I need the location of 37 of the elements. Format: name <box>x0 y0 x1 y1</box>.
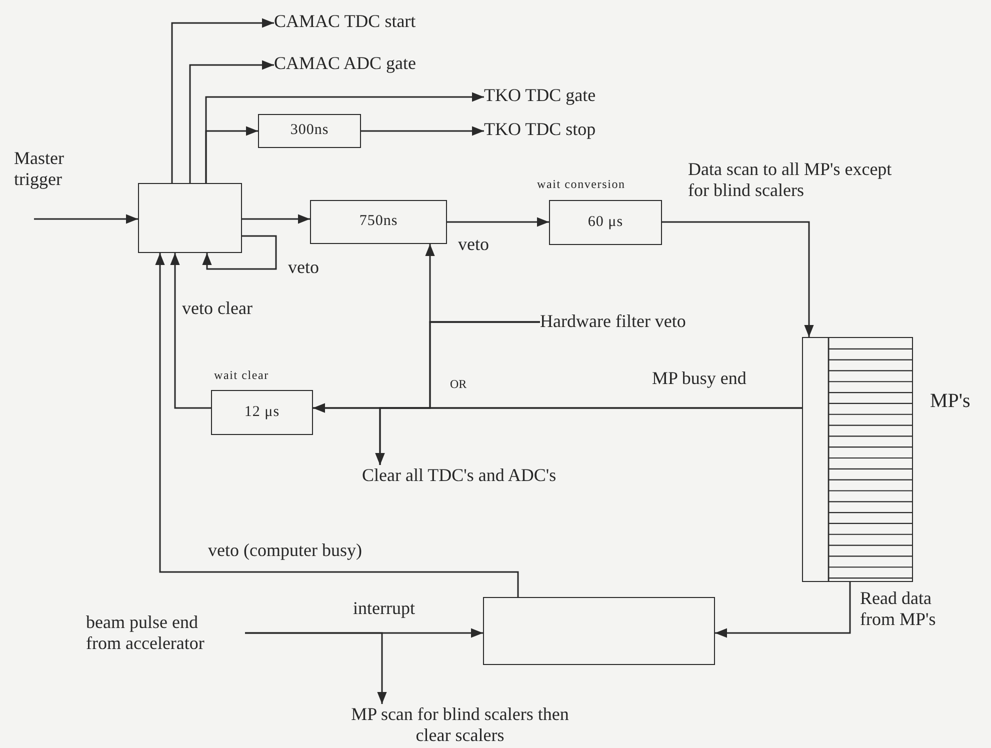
process-box <box>483 597 715 665</box>
process-box <box>138 183 242 253</box>
signal-label: Clear all TDC's and ADC's <box>362 465 582 491</box>
box-label: 300ns <box>290 122 329 140</box>
node-caption: MP's <box>930 390 970 413</box>
arrow <box>189 60 274 183</box>
process-box <box>310 200 447 244</box>
arrow <box>155 253 519 597</box>
arrow <box>375 407 802 465</box>
arrow <box>202 235 277 270</box>
arrow <box>715 582 851 638</box>
arrow <box>34 214 138 224</box>
process-box <box>549 200 662 245</box>
arrow <box>361 126 484 136</box>
signal-label: TKO TDC stop <box>484 119 614 143</box>
box-label: 12 μs <box>244 404 280 422</box>
arrow <box>242 214 310 224</box>
node-caption: wait clear <box>214 368 269 383</box>
arrow <box>205 126 258 183</box>
arrow <box>170 253 211 409</box>
box-label: 750ns <box>359 213 398 231</box>
arrow <box>245 632 387 704</box>
process-box <box>211 390 313 435</box>
signal-label: MP scan for blind scalers then clear scalers <box>345 704 575 746</box>
signal-label: CAMAC ADC gate <box>274 53 434 77</box>
arrow <box>662 221 814 337</box>
process-box <box>258 114 361 148</box>
signal-label: beam pulse end from accelerator <box>86 612 245 656</box>
arrow <box>171 18 274 183</box>
module-stack-drawing <box>802 337 913 582</box>
signal-label: CAMAC TDC start <box>274 11 434 35</box>
signal-label: TKO TDC gate <box>484 85 614 109</box>
arrow <box>447 217 549 227</box>
node-caption: wait conversion <box>537 177 626 192</box>
signal-label: Master trigger <box>14 148 84 219</box>
signal-label: Hardware filter veto <box>540 311 710 335</box>
box-label: 60 μs <box>588 214 624 232</box>
